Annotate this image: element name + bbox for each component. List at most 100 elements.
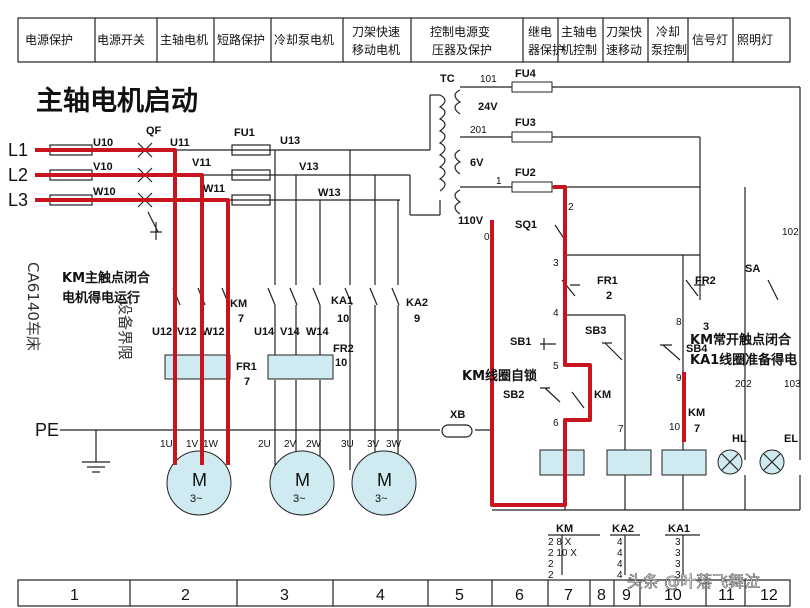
footer-col: 5 xyxy=(455,587,464,604)
label-u12: U12 xyxy=(152,326,172,338)
label-fr2-ctrl: FR2 xyxy=(695,275,716,287)
motor-phase: 3~ xyxy=(190,493,203,505)
contact-table-km-row: 2 xyxy=(548,570,554,581)
limit-label: 设备界限 xyxy=(116,300,134,360)
label-ka2: KA2 xyxy=(406,297,428,309)
header-cell: 控制电源变 xyxy=(430,24,490,39)
annotation-self-lock: KM线圈自锁 xyxy=(462,368,537,384)
line-label-l1: L1 xyxy=(8,140,28,160)
label-hl: HL xyxy=(732,433,747,445)
node-103: 103 xyxy=(784,379,801,390)
label-2v: 2V xyxy=(284,439,297,450)
annotation-ka1-ready: KA1线圈准备得电 xyxy=(690,352,797,368)
label-v10: V10 xyxy=(93,161,113,173)
header-cell: 继电 xyxy=(528,25,552,39)
line-label-l3: L3 xyxy=(8,190,28,210)
label-v11: V11 xyxy=(192,157,211,169)
header-cell: 移动电机 xyxy=(352,43,400,57)
annotation-motor-run: 电机得电运行 xyxy=(62,290,140,306)
node-5: 5 xyxy=(553,361,559,372)
header-cell: 刀架快 xyxy=(606,25,642,39)
contact-table-ka2-row: 4 xyxy=(617,548,623,559)
label-xb: XB xyxy=(450,409,465,421)
footer-col: 11 xyxy=(718,587,735,604)
label-km-num: 7 xyxy=(238,313,244,325)
contact-table-ka2-row: 4 xyxy=(617,537,623,548)
label-v13: V13 xyxy=(299,161,319,173)
node-202: 202 xyxy=(735,379,752,390)
machine-label: CA6140车床 xyxy=(24,262,42,351)
node-10: 10 xyxy=(669,422,681,433)
label-ka1: KA1 xyxy=(331,295,353,307)
node-7: 7 xyxy=(618,424,624,435)
contact-table-km-row: 2 10 X xyxy=(548,548,577,559)
label-fr1-num: 7 xyxy=(244,376,250,388)
line-label-l2: L2 xyxy=(8,165,28,185)
label-2u: 2U xyxy=(258,439,271,450)
label-qf: QF xyxy=(146,125,162,137)
annotation-km-main: KM主触点闭合 xyxy=(62,270,151,286)
label-1w: 1W xyxy=(203,439,219,450)
contact-table-ka1-row: 3 xyxy=(675,548,681,559)
header-table: 电源保护 电源开关 主轴电机 短路保护 冷却泵电机 刀架快速 移动电机 控制电源… xyxy=(17,17,791,63)
watermark: 头条 @叶落飞舞泣 xyxy=(627,572,760,591)
energised-path xyxy=(35,148,686,507)
coil-ka1 xyxy=(661,449,707,476)
label-km2: KM xyxy=(688,407,705,419)
label-24v: 24V xyxy=(478,101,498,113)
motor-label: M xyxy=(295,470,310,490)
header-cell: 机控制 xyxy=(561,43,597,57)
footer-col: 9 xyxy=(622,587,631,604)
header-cell: 照明灯 xyxy=(737,33,773,47)
fuse-fu4 xyxy=(511,81,553,93)
node-101: 101 xyxy=(480,74,497,85)
motor-spindle xyxy=(166,450,232,516)
footer-col: 8 xyxy=(597,587,606,604)
footer-col: 4 xyxy=(376,587,385,604)
label-fr1: FR1 xyxy=(236,361,257,373)
footer-col: 7 xyxy=(564,587,573,604)
label-fu1: FU1 xyxy=(234,127,255,139)
fuse-fu1-c xyxy=(231,194,271,206)
fuse-fu1-a xyxy=(231,144,271,156)
label-w14: W14 xyxy=(306,326,330,338)
node-9: 9 xyxy=(676,373,682,384)
contact-table-km-row: 2 8 X xyxy=(548,537,572,548)
motors: M 3~ M 3~ M 3~ 1U 1V 1W 2U 2V 2W 3U 3V 3… xyxy=(160,439,417,516)
node-3: 3 xyxy=(553,258,559,269)
motor-label: M xyxy=(192,470,207,490)
label-110v: 110V xyxy=(458,215,484,227)
footer-col: 3 xyxy=(280,587,289,604)
contact-table-ka1-row: 3 xyxy=(675,537,681,548)
coil-km xyxy=(539,449,585,476)
header-cell: 主轴电机 xyxy=(160,32,208,47)
label-3w: 3W xyxy=(386,439,402,450)
ground-icon xyxy=(82,461,110,473)
label-tc: TC xyxy=(440,73,455,85)
connector-xb xyxy=(441,424,473,438)
label-fr1-ctrl: FR1 xyxy=(597,275,618,287)
label-fr2: FR2 xyxy=(333,343,354,355)
thermal-relay-fr2 xyxy=(267,354,334,380)
node-0: 0 xyxy=(484,232,490,243)
contact-table-ka1-head: KA1 xyxy=(668,523,690,535)
label-w10: W10 xyxy=(93,186,116,198)
line-label-pe: PE xyxy=(35,420,59,440)
node-102: 102 xyxy=(782,227,799,238)
contact-table-ka2-row: 4 xyxy=(617,559,623,570)
footer-col: 1 xyxy=(70,587,79,604)
node-6: 6 xyxy=(553,418,559,429)
label-sb2: SB2 xyxy=(503,389,524,401)
label-km-contact: KM xyxy=(594,389,611,401)
header-cell: 电源保护 xyxy=(25,33,73,47)
label-ka2-num: 9 xyxy=(414,313,420,325)
footer-col: 6 xyxy=(515,587,524,604)
header-cell: 信号灯 xyxy=(692,33,728,47)
contact-table-ka1-row: 3 xyxy=(675,570,681,581)
contact-table-ka1-row: 3 xyxy=(675,559,681,570)
label-u11: U11 xyxy=(170,137,190,149)
node-201: 201 xyxy=(470,125,487,136)
control-circuit: FU4 FU3 FU2 HL EL SA 102 202 103 SQ1 xyxy=(460,68,801,511)
header-cell: 主轴电 xyxy=(561,24,597,39)
label-w11: W11 xyxy=(203,183,225,195)
